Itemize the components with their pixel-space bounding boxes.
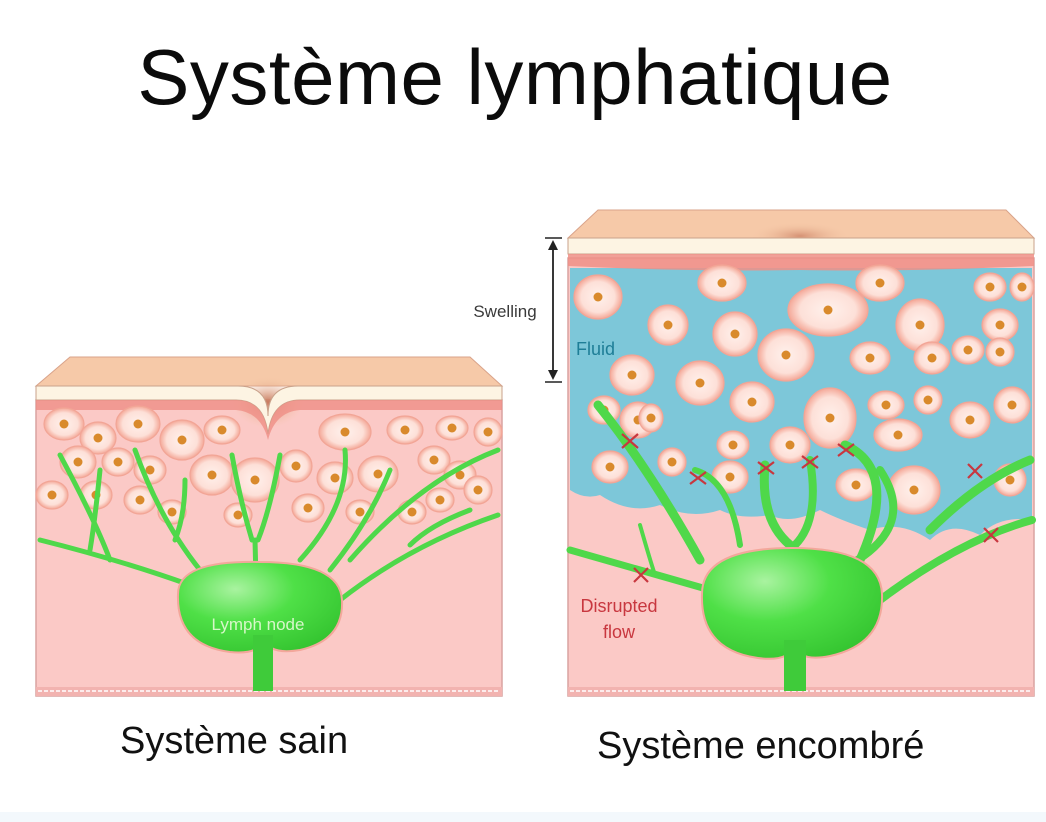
disrupted-flow-label-line2: flow: [603, 622, 636, 642]
disruption-mark: [689, 471, 707, 485]
cell-nucleus: [730, 329, 740, 339]
lymph-vessels-congested: [566, 400, 1036, 604]
cell-nucleus: [646, 413, 656, 423]
cell-nucleus: [785, 440, 795, 450]
cell-nucleus: [695, 378, 705, 388]
bottom-strip: [0, 812, 1046, 822]
fat-cells-congested: [573, 264, 1035, 515]
cell-nucleus: [303, 503, 313, 513]
cell-nucleus: [627, 370, 637, 380]
cell-nucleus: [667, 457, 677, 467]
cell-nucleus: [823, 305, 833, 315]
lymph-vessels-healthy: [37, 447, 501, 603]
cell-nucleus: [927, 353, 937, 363]
efferent-vessel: [253, 635, 273, 691]
cell-nucleus: [725, 472, 735, 482]
cell-nucleus: [483, 427, 493, 437]
cell-nucleus: [207, 470, 217, 480]
cell-nucleus: [473, 485, 483, 495]
cell-nucleus: [915, 320, 925, 330]
disruption-markers: [621, 433, 999, 583]
cell-nucleus: [330, 473, 340, 483]
swelling-label: Swelling: [473, 302, 536, 321]
cell-nucleus: [145, 465, 155, 475]
cell-nucleus: [113, 457, 123, 467]
cell-nucleus: [47, 490, 57, 500]
cell-nucleus: [429, 455, 439, 465]
cell-nucleus: [447, 423, 457, 433]
cell-nucleus: [340, 427, 350, 437]
cell-nucleus: [1017, 282, 1027, 292]
cell-nucleus: [747, 397, 757, 407]
cell-nucleus: [135, 495, 145, 505]
cell-nucleus: [1005, 475, 1015, 485]
disruption-mark: [837, 443, 855, 457]
epidermis-layer: [567, 237, 1035, 255]
cell-nucleus: [663, 320, 673, 330]
cell-nucleus: [455, 470, 465, 480]
cell-nucleus: [995, 347, 1005, 357]
cell-nucleus: [133, 419, 143, 429]
cell-nucleus: [250, 475, 260, 485]
cell-nucleus: [355, 507, 365, 517]
cell-nucleus: [233, 510, 243, 520]
cell-nucleus: [875, 278, 885, 288]
cell-nucleus: [435, 495, 445, 505]
cell-nucleus: [825, 413, 835, 423]
lymph-node-healthy: [176, 560, 344, 654]
cell-nucleus: [923, 395, 933, 405]
cell-nucleus: [59, 419, 69, 429]
healthy-panel: Lymph node: [34, 356, 504, 697]
disruption-mark: [967, 463, 983, 479]
healthy-system-caption: Système sain: [120, 720, 349, 762]
cell-nucleus: [965, 415, 975, 425]
page-title: Système lymphatique: [137, 33, 893, 121]
cell-nucleus: [985, 282, 995, 292]
disrupted-flow-label-line1: Disrupted: [580, 596, 657, 616]
cell-nucleus: [373, 469, 383, 479]
cell-nucleus: [851, 480, 861, 490]
cell-nucleus: [1007, 400, 1017, 410]
cell-nucleus: [781, 350, 791, 360]
cell-nucleus: [593, 292, 603, 302]
cell-nucleus: [93, 433, 103, 443]
cell-nucleus: [717, 278, 727, 288]
efferent-vessel: [784, 640, 806, 691]
cell-nucleus: [995, 320, 1005, 330]
lymph-node-congested: [700, 546, 884, 660]
cell-nucleus: [217, 425, 227, 435]
disruption-mark: [801, 455, 819, 469]
congested-system-caption: Système encombré: [597, 725, 925, 767]
disruption-mark: [633, 567, 649, 583]
cell-nucleus: [881, 400, 891, 410]
disruption-mark: [621, 433, 639, 449]
cell-nucleus: [73, 457, 83, 467]
fluid-label: Fluid: [576, 339, 615, 359]
cell-nucleus: [963, 345, 973, 355]
lymph-node-label: Lymph node: [212, 615, 305, 634]
cell-nucleus: [605, 462, 615, 472]
cell-nucleus: [728, 440, 738, 450]
cell-nucleus: [893, 430, 903, 440]
cell-nucleus: [400, 425, 410, 435]
cell-nucleus: [291, 461, 301, 471]
cell-nucleus: [909, 485, 919, 495]
disruption-mark: [983, 527, 999, 543]
disruption-mark: [757, 461, 775, 475]
cell-nucleus: [177, 435, 187, 445]
congested-panel: Swelling Fluid Disrupted flow: [473, 209, 1036, 697]
cell-nucleus: [407, 507, 417, 517]
cell-nucleus: [865, 353, 875, 363]
cell-nucleus: [167, 507, 177, 517]
